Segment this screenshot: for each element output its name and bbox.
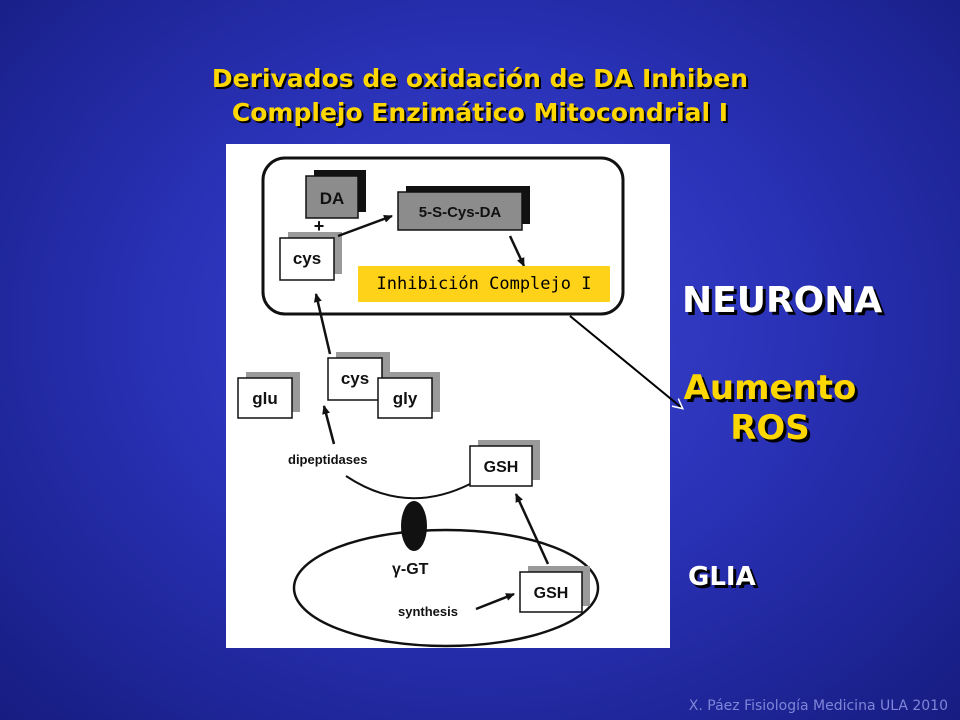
arrow-gsh-up — [514, 493, 550, 565]
title-line-1: Derivados de oxidación de DA Inhiben — [211, 64, 749, 93]
glu-box: glu — [237, 372, 300, 419]
gsh-upper-box: GSH — [469, 440, 540, 487]
membrane-curve — [345, 475, 471, 500]
da-box: DA — [305, 170, 366, 219]
gsh-upper-label: GSH — [484, 459, 519, 476]
gly-box: gly — [377, 372, 440, 419]
gsh-lower-label: GSH — [534, 585, 569, 602]
neuron-compartment — [261, 156, 625, 316]
arrow-cys-da-down — [508, 235, 526, 267]
cys-da-box: 5-S-Cys-DA — [397, 186, 530, 231]
inhibition-complex-label: Inhibición Complejo I — [358, 266, 610, 302]
dipeptidases-label: dipeptidases — [288, 452, 367, 467]
ggt-transporter — [401, 501, 427, 551]
aumento-ros-label: Aumento ROS — [680, 368, 860, 448]
footer-credit: X. Páez Fisiología Medicina ULA 2010 — [688, 698, 948, 714]
arrow-cys-up — [313, 293, 332, 355]
cys-top-box: cys — [279, 232, 342, 281]
synthesis-label: synthesis — [398, 604, 458, 619]
glu-label: glu — [252, 389, 278, 408]
cys-da-label: 5-S-Cys-DA — [419, 204, 502, 221]
gsh-lower-box: GSH — [519, 566, 590, 613]
ggt-label: γ-GT — [392, 561, 429, 578]
cys-top-label: cys — [293, 249, 321, 268]
plus-sign: + — [314, 216, 325, 236]
cys-mid-box: cys — [327, 352, 390, 401]
arrow-synthesis — [475, 592, 515, 611]
aumento-line: Aumento — [683, 368, 857, 408]
arrow-dipeptidases-up — [322, 405, 336, 445]
glia-label: GLIA — [688, 562, 756, 592]
slide-title: Derivados de oxidación de DA Inhiben Com… — [0, 62, 960, 130]
gsh-pathway-diagram: DA + 5-S-Cys-DA cys glu cys gly dipeptid… — [226, 144, 670, 648]
ros-line: ROS — [730, 408, 810, 448]
glia-cell — [292, 528, 600, 648]
neurona-label: NEURONA — [682, 280, 883, 321]
arrow-cys-to-cys-da — [337, 214, 393, 238]
title-line-2: Complejo Enzimático Mitocondrial I — [231, 98, 729, 127]
da-label: DA — [320, 189, 345, 208]
cys-mid-label: cys — [341, 369, 369, 388]
gly-label: gly — [393, 389, 418, 408]
